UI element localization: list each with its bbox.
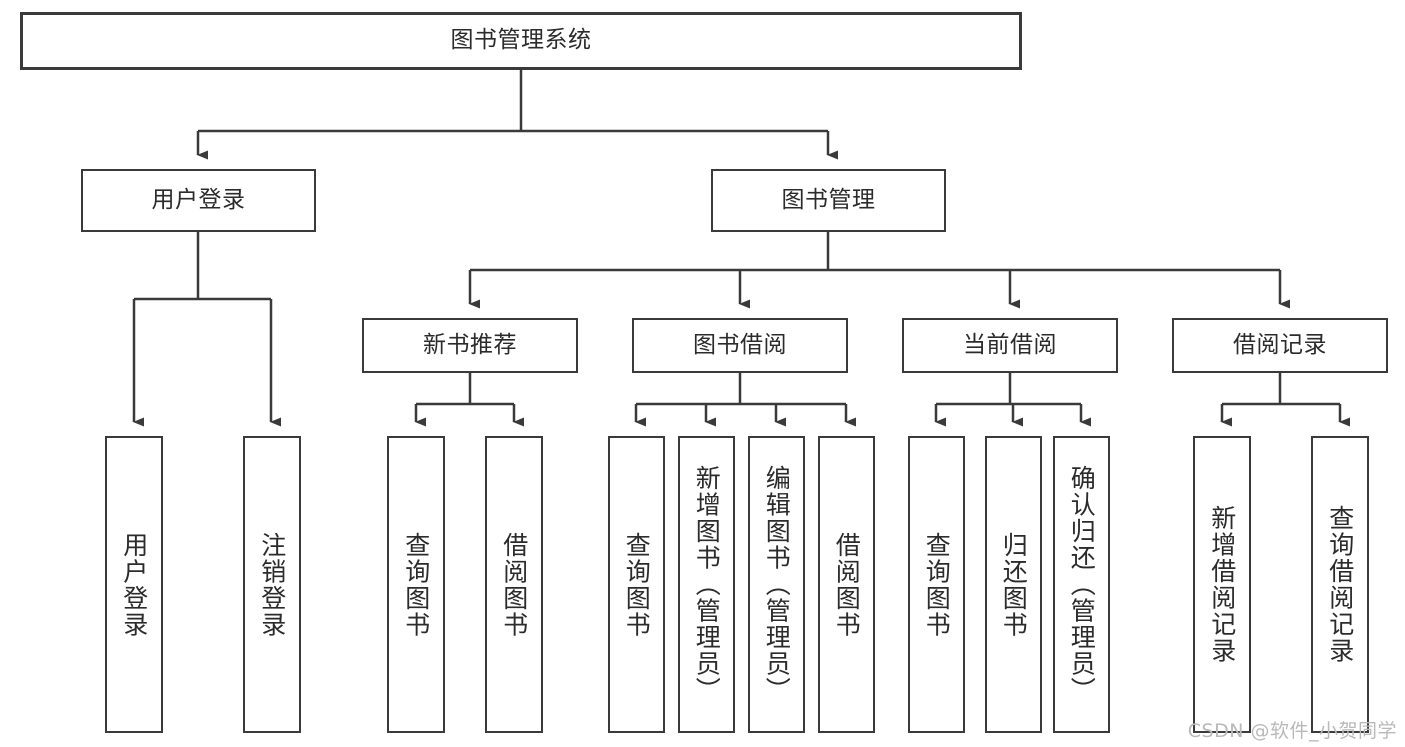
node-root[interactable]: 图书管理系统 bbox=[20, 12, 1022, 70]
node-leaf-query-record-label: 查询借阅记录 bbox=[1325, 505, 1355, 664]
node-book-borrow[interactable]: 图书借阅 bbox=[632, 318, 848, 373]
node-new-book-recommend-label: 新书推荐 bbox=[423, 331, 517, 358]
node-leaf-borrow-book-1[interactable]: 借阅图书 bbox=[485, 436, 543, 733]
node-user-login[interactable]: 用户登录 bbox=[81, 169, 316, 232]
node-leaf-add-book-label: 新增图书（管理员） bbox=[692, 465, 722, 704]
node-leaf-return-book[interactable]: 归还图书 bbox=[985, 436, 1042, 733]
watermark-text: CSDN @软件_小贺同学 bbox=[1187, 720, 1397, 742]
node-user-login-label: 用户登录 bbox=[151, 186, 246, 213]
node-leaf-query-book-3[interactable]: 查询图书 bbox=[908, 436, 965, 733]
node-book-borrow-label: 图书借阅 bbox=[693, 331, 787, 358]
node-leaf-confirm-return[interactable]: 确认归还（管理员） bbox=[1053, 436, 1110, 733]
node-leaf-edit-book-label: 编辑图书（管理员） bbox=[762, 465, 792, 704]
node-leaf-borrow-book-2[interactable]: 借阅图书 bbox=[818, 436, 875, 733]
node-book-management[interactable]: 图书管理 bbox=[711, 169, 946, 232]
node-leaf-add-record[interactable]: 新增借阅记录 bbox=[1193, 436, 1251, 733]
node-borrow-record[interactable]: 借阅记录 bbox=[1172, 318, 1388, 373]
node-leaf-edit-book[interactable]: 编辑图书（管理员） bbox=[748, 436, 805, 733]
node-leaf-logout-label: 注销登录 bbox=[257, 531, 287, 638]
node-leaf-query-book-2-label: 查询图书 bbox=[622, 531, 652, 638]
node-current-borrow-label: 当前借阅 bbox=[963, 331, 1057, 358]
node-leaf-add-record-label: 新增借阅记录 bbox=[1207, 505, 1237, 664]
node-leaf-add-book[interactable]: 新增图书（管理员） bbox=[678, 436, 735, 733]
node-leaf-query-book-1[interactable]: 查询图书 bbox=[387, 436, 445, 733]
node-root-label: 图书管理系统 bbox=[450, 27, 592, 54]
node-leaf-query-book-3-label: 查询图书 bbox=[922, 531, 952, 638]
node-new-book-recommend[interactable]: 新书推荐 bbox=[362, 318, 578, 373]
node-leaf-borrow-book-1-label: 借阅图书 bbox=[499, 531, 529, 638]
node-leaf-query-record[interactable]: 查询借阅记录 bbox=[1311, 436, 1369, 733]
node-borrow-record-label: 借阅记录 bbox=[1233, 331, 1327, 358]
node-current-borrow[interactable]: 当前借阅 bbox=[902, 318, 1118, 373]
node-leaf-return-book-label: 归还图书 bbox=[999, 531, 1029, 638]
node-leaf-confirm-return-label: 确认归还（管理员） bbox=[1067, 465, 1097, 704]
node-leaf-borrow-book-2-label: 借阅图书 bbox=[832, 531, 862, 638]
node-leaf-query-book-2[interactable]: 查询图书 bbox=[608, 436, 665, 733]
node-leaf-query-book-1-label: 查询图书 bbox=[401, 531, 431, 638]
node-leaf-user-login[interactable]: 用户登录 bbox=[105, 436, 163, 733]
node-leaf-user-login-label: 用户登录 bbox=[119, 531, 149, 638]
node-leaf-logout[interactable]: 注销登录 bbox=[243, 436, 301, 733]
node-book-management-label: 图书管理 bbox=[781, 186, 876, 213]
